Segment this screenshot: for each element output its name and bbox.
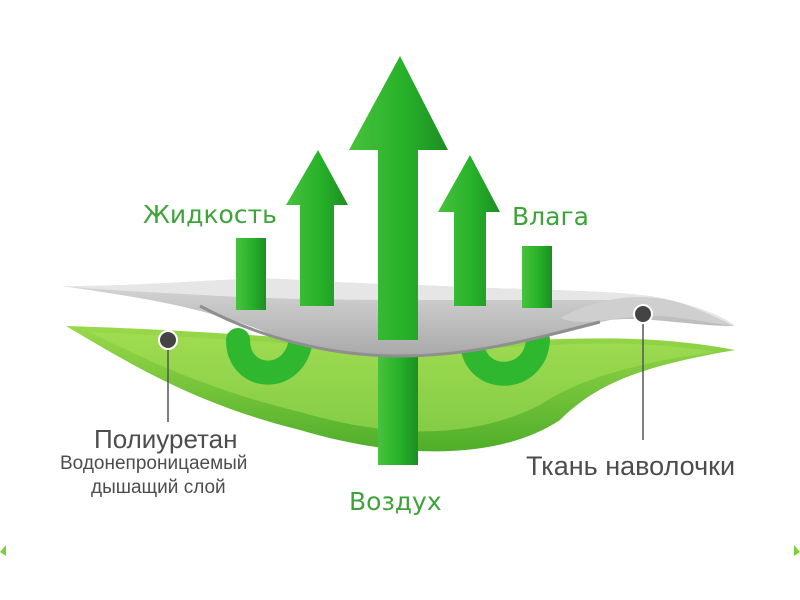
moisture-curve-tail: [460, 328, 550, 386]
pillowcase-fabric-edge: [199, 304, 601, 358]
air-label: Воздух: [349, 487, 442, 516]
polyurethane-title: Полиуретан: [94, 424, 238, 454]
liquid-curve-tail: [226, 328, 312, 385]
liquid-arrow-lower-stem: [236, 238, 266, 310]
moisture-arrow-lower-stem: [522, 246, 552, 308]
polyurethane-line1: Водонепроницаемый: [60, 453, 248, 474]
air-arrow-icon: [349, 56, 448, 340]
pillowcase-fabric-label: Ткань наволочки: [526, 451, 736, 481]
liquid-arrow-icon: [286, 150, 348, 306]
polyurethane-line2: дышащий слой: [91, 477, 226, 498]
right-edge-accent: [794, 545, 800, 556]
moisture-arrow-icon: [438, 155, 500, 306]
pillowcase-fabric-top: [62, 278, 734, 326]
left-edge-accent: [0, 545, 6, 556]
moisture-label: Влага: [512, 202, 589, 231]
polyurethane-dot-marker-icon: [158, 330, 178, 350]
fabric-dot-marker-icon: [633, 304, 653, 324]
liquid-label: Жидкость: [143, 200, 277, 229]
